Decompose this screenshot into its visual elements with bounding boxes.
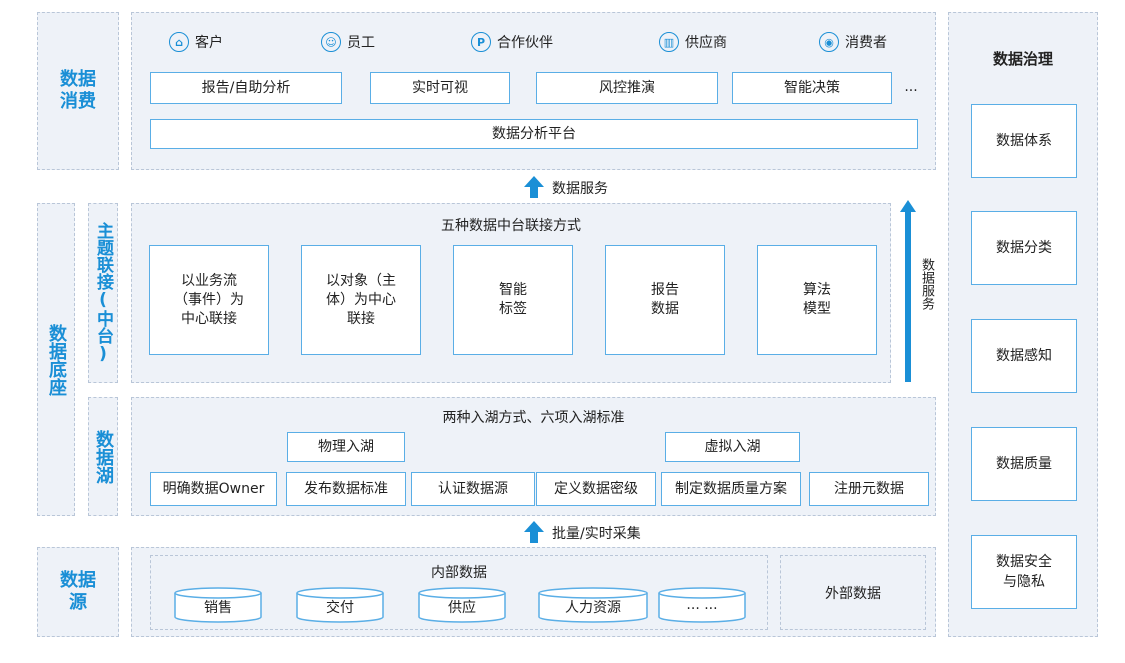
service-0: 报告/自助分析 — [150, 72, 342, 104]
governance-items: 数据体系数据分类数据感知数据质量数据安全 与隐私 — [948, 0, 1098, 663]
topic-box-0: 以业务流 （事件）为 中心联接 — [149, 245, 269, 355]
lake-standard-5: 注册元数据 — [809, 472, 929, 506]
virtual-ingest-box: 虚拟入湖 — [665, 432, 800, 462]
governance-item-2: 数据感知 — [971, 319, 1077, 393]
lake-standard-4: 制定数据质量方案 — [661, 472, 801, 506]
consumer-label: 员工 — [347, 35, 375, 51]
consumer-item: P 合作伙伴 — [471, 32, 553, 52]
consumer-label: 合作伙伴 — [497, 35, 553, 51]
partner-p-icon: P — [471, 32, 491, 52]
service-3: 智能决策 — [732, 72, 892, 104]
data-store-2: 供应 — [418, 587, 506, 623]
building-icon: ⌂ — [169, 32, 189, 52]
consumer-row: ⌂ 客户 ☺ 员工 P 合作伙伴 ▥ 供应商 ◉ 消费者 — [131, 32, 936, 58]
service-row: 报告/自助分析实时可视风控推演智能决策... — [131, 72, 936, 104]
data-store-1: 交付 — [296, 587, 384, 623]
topic-label: 主题联接(中台) — [93, 222, 113, 364]
topic-box-1: 以对象（主 体）为中心 联接 — [301, 245, 421, 355]
topic-box-4: 算法 模型 — [757, 245, 877, 355]
data-service-label: 数据服务 — [552, 181, 608, 197]
lake-standard-1: 发布数据标准 — [286, 472, 406, 506]
collect-arrow-icon — [524, 521, 544, 543]
people-icon: ◉ — [819, 32, 839, 52]
data-store-label: 销售 — [204, 600, 232, 616]
cylinder-icon — [538, 587, 648, 623]
governance-title: 数据治理 — [992, 50, 1053, 68]
lake-label: 数据湖 — [93, 429, 114, 484]
side-service-arrow-icon — [900, 200, 916, 382]
cylinder-icon — [296, 587, 384, 623]
source-layer-label: 数据 源 — [37, 547, 119, 637]
data-service-arrow-icon — [524, 176, 544, 198]
internal-data-items: 销售 交付 供应 人力资源 ... ... — [150, 585, 768, 625]
foundation-layer-label: 数据底座 — [46, 323, 67, 396]
lake-standard-2: 认证数据源 — [411, 472, 535, 506]
service-4: ... — [904, 79, 918, 95]
lake-title: 两种入湖方式、六项入湖标准 — [442, 410, 625, 426]
foundation-layer-label-box: 数据底座 — [37, 203, 75, 516]
cylinder-icon — [658, 587, 746, 623]
data-store-0: 销售 — [174, 587, 262, 623]
topic-label-box: 主题联接(中台) — [88, 203, 118, 383]
analytics-platform: 数据分析平台 — [150, 119, 918, 149]
staff-icon: ☺ — [321, 32, 341, 52]
factory-icon: ▥ — [659, 32, 679, 52]
topic-box-3: 报告 数据 — [605, 245, 725, 355]
consumer-label: 供应商 — [685, 35, 727, 51]
collect-label: 批量/实时采集 — [552, 526, 641, 542]
lake-standard-0: 明确数据Owner — [150, 472, 277, 506]
data-store-label: 交付 — [326, 600, 354, 616]
external-data-label: 外部数据 — [825, 585, 881, 602]
consumer-item: ◉ 消费者 — [819, 32, 887, 52]
consumer-label: 消费者 — [845, 35, 887, 51]
topic-box-2: 智能 标签 — [453, 245, 573, 355]
lake-standard-3: 定义数据密级 — [536, 472, 656, 506]
data-store-label: 人力资源 — [565, 600, 621, 616]
internal-data-panel — [150, 555, 768, 630]
side-service-label: 数据服务 — [919, 258, 934, 310]
source-panel — [131, 547, 936, 637]
governance-item-1: 数据分类 — [971, 211, 1077, 285]
service-1: 实时可视 — [370, 72, 510, 104]
consumer-item: ☺ 员工 — [321, 32, 375, 52]
governance-item-3: 数据质量 — [971, 427, 1077, 501]
governance-item-0: 数据体系 — [971, 104, 1077, 178]
lake-label-box: 数据湖 — [88, 397, 118, 516]
physical-ingest-box: 物理入湖 — [287, 432, 405, 462]
cylinder-icon — [418, 587, 506, 623]
consumer-item: ▥ 供应商 — [659, 32, 727, 52]
data-store-label: ... ... — [686, 597, 718, 613]
data-store-4: ... ... — [658, 587, 746, 623]
governance-item-4: 数据安全 与隐私 — [971, 535, 1077, 609]
topic-title: 五种数据中台联接方式 — [441, 218, 581, 234]
internal-data-title: 内部数据 — [431, 565, 487, 581]
service-2: 风控推演 — [536, 72, 718, 104]
data-store-3: 人力资源 — [538, 587, 648, 623]
cylinder-icon — [174, 587, 262, 623]
consumption-layer-label: 数据 消费 — [37, 12, 119, 170]
consumer-item: ⌂ 客户 — [169, 32, 223, 52]
data-store-label: 供应 — [448, 600, 476, 616]
topic-box-row: 以业务流 （事件）为 中心联接以对象（主 体）为中心 联接智能 标签报告 数据算… — [131, 245, 891, 355]
external-data-panel: 外部数据 — [780, 555, 926, 630]
consumer-label: 客户 — [195, 35, 223, 51]
lake-standard-row: 明确数据Owner 发布数据标准认证数据源定义数据密级制定数据质量方案注册元数据 — [131, 472, 936, 506]
